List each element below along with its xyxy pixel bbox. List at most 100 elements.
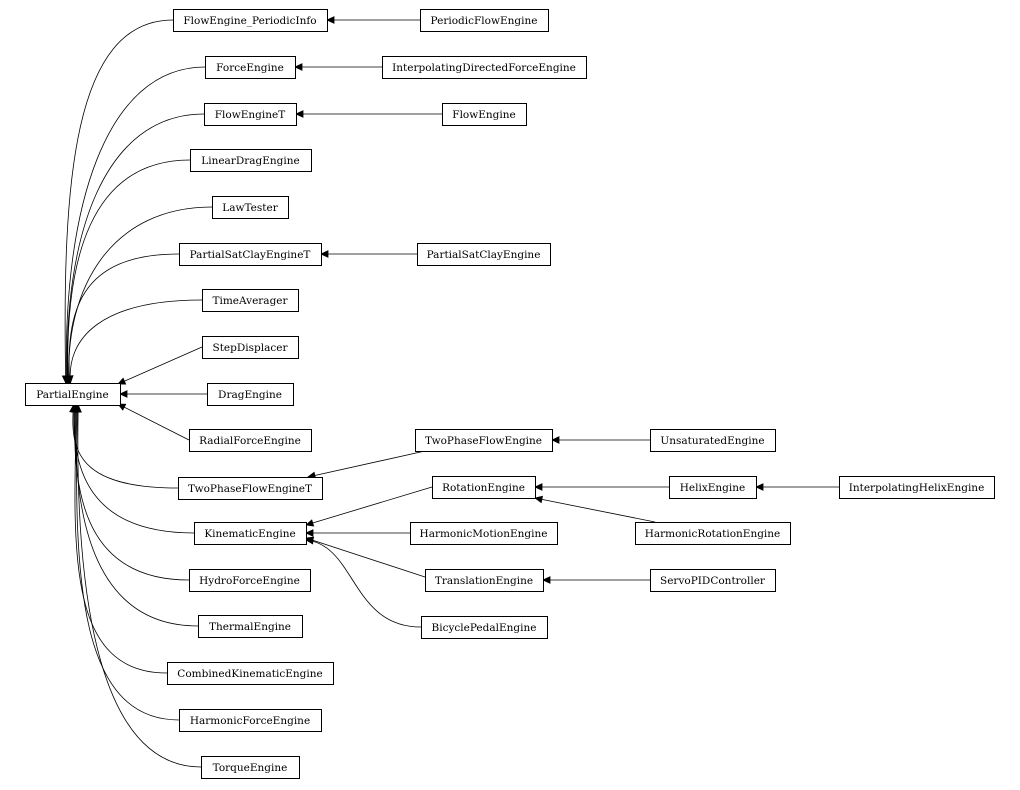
node-box (410, 522, 558, 545)
node-box (190, 149, 312, 172)
node-box (421, 616, 548, 639)
node-ServoPIDController[interactable]: ServoPIDController (650, 569, 776, 592)
node-KinematicEngine[interactable]: KinematicEngine (194, 522, 307, 545)
edge-TranslationEngine-to-KinematicEngine (305, 537, 426, 578)
node-label: PartialSatClayEngineT (190, 249, 311, 261)
node-box (420, 9, 549, 32)
edge-layer (61, 16, 839, 768)
node-box (205, 56, 296, 79)
node-TorqueEngine[interactable]: TorqueEngine (201, 756, 300, 779)
node-label: TorqueEngine (213, 762, 288, 774)
node-box (201, 756, 300, 779)
node-box (189, 429, 312, 452)
node-PeriodicFlowEngine[interactable]: PeriodicFlowEngine (420, 9, 549, 32)
node-box (212, 196, 289, 219)
edge-LawTester-to-PartialEngine (68, 206, 213, 384)
node-box (417, 243, 551, 266)
node-label: DragEngine (218, 389, 282, 401)
edge-TorqueEngine-to-PartialEngine (77, 404, 202, 768)
node-label: TwoPhaseFlowEngine (425, 435, 542, 447)
edge-TwoPhaseFlowEngine-to-TwoPhaseFlowEngineT (307, 450, 426, 478)
edge-BicyclePedalEngine-to-KinematicEngine (305, 539, 422, 628)
node-label: TwoPhaseFlowEngineT (188, 483, 312, 495)
node-PartialEngine[interactable]: PartialEngine (25, 383, 121, 406)
node-label: FlowEngine_PeriodicInfo (183, 15, 316, 27)
arrowhead-PartialSatClayEngine (320, 250, 329, 258)
arrowhead-HelixEngine (534, 483, 543, 491)
edge-RotationEngine-to-KinematicEngine (305, 486, 433, 526)
node-LinearDragEngine[interactable]: LinearDragEngine (190, 149, 312, 172)
node-HelixEngine[interactable]: HelixEngine (669, 476, 757, 499)
arrowhead-InterpolatingHelixEngine (755, 483, 764, 491)
edge-RadialForceEngine-to-PartialEngine (117, 403, 190, 441)
node-box (189, 569, 311, 592)
node-TwoPhaseFlowEngineT[interactable]: TwoPhaseFlowEngineT (178, 477, 323, 500)
node-CombinedKinematicEngine[interactable]: CombinedKinematicEngine (167, 662, 334, 685)
node-box (425, 569, 544, 592)
edge-FlowEngine_PeriodicInfo-to-PartialEngine (64, 19, 174, 384)
arrowhead-ServoPIDController (542, 576, 551, 584)
node-DragEngine[interactable]: DragEngine (207, 383, 294, 406)
node-label: LawTester (222, 202, 278, 214)
node-layer: PartialEngine FlowEngine_PeriodicInfo Peri… (25, 9, 995, 779)
edge-PartialSatClayEngineT-to-PartialEngine (68, 253, 180, 384)
node-box (202, 289, 299, 312)
node-RotationEngine[interactable]: RotationEngine (432, 476, 536, 499)
node-label: PartialSatClayEngine (427, 249, 541, 261)
edge-ForceEngine-to-PartialEngine (65, 66, 206, 384)
edge-LinearDragEngine-to-PartialEngine (67, 159, 191, 384)
node-HydroForceEngine[interactable]: HydroForceEngine (189, 569, 311, 592)
node-box (25, 383, 121, 406)
node-ForceEngine[interactable]: ForceEngine (205, 56, 296, 79)
node-label: RotationEngine (442, 482, 525, 494)
node-label: PeriodicFlowEngine (431, 15, 538, 27)
node-TwoPhaseFlowEngine[interactable]: TwoPhaseFlowEngine (415, 429, 553, 452)
node-FlowEngine[interactable]: FlowEngine (442, 103, 527, 126)
node-FlowEngineT[interactable]: FlowEngineT (204, 103, 297, 126)
node-label: PartialEngine (36, 389, 109, 401)
arrowhead-HarmonicRotationEngine (534, 495, 544, 504)
node-box (442, 103, 527, 126)
node-label: HydroForceEngine (199, 575, 300, 587)
edge-FlowEngineT-to-PartialEngine (66, 113, 205, 384)
node-TimeAverager[interactable]: TimeAverager (202, 289, 299, 312)
arrowhead-HarmonicMotionEngine (305, 529, 314, 537)
node-HarmonicRotationEngine[interactable]: HarmonicRotationEngine (635, 522, 791, 545)
node-UnsaturatedEngine[interactable]: UnsaturatedEngine (650, 429, 776, 452)
node-HarmonicForceEngine[interactable]: HarmonicForceEngine (179, 709, 322, 732)
arrowhead-DragEngine (119, 390, 128, 398)
node-FlowEngine_PeriodicInfo[interactable]: FlowEngine_PeriodicInfo (173, 9, 328, 32)
node-label: ServoPIDController (660, 575, 766, 587)
node-RadialForceEngine[interactable]: RadialForceEngine (189, 429, 312, 452)
node-label: BicyclePedalEngine (432, 622, 537, 634)
node-InterpolatingDirectedForceEngine[interactable]: InterpolatingDirectedForceEngine (382, 56, 587, 79)
node-label: HarmonicMotionEngine (420, 528, 548, 540)
edge-TimeAverager-to-PartialEngine (69, 299, 203, 384)
node-PartialSatClayEngine[interactable]: PartialSatClayEngine (417, 243, 551, 266)
node-label: TimeAverager (212, 295, 288, 307)
edge-KinematicEngine-to-PartialEngine (73, 404, 195, 534)
node-label: FlowEngine (452, 109, 515, 121)
node-label: InterpolatingDirectedForceEngine (392, 62, 576, 74)
node-box (207, 383, 294, 406)
arrowhead-InterpolatingDirectedForceEngine (294, 63, 303, 71)
edge-ThermalEngine-to-PartialEngine (75, 404, 199, 627)
node-PartialSatClayEngineT[interactable]: PartialSatClayEngineT (179, 243, 322, 266)
node-label: InterpolatingHelixEngine (849, 482, 985, 494)
node-label: StepDisplacer (213, 342, 289, 354)
node-ThermalEngine[interactable]: ThermalEngine (198, 615, 303, 638)
node-label: HelixEngine (680, 482, 746, 494)
node-StepDisplacer[interactable]: StepDisplacer (202, 336, 299, 359)
node-box (839, 476, 995, 499)
arrowhead-PeriodicFlowEngine (326, 16, 335, 24)
node-BicyclePedalEngine[interactable]: BicyclePedalEngine (421, 616, 548, 639)
node-TranslationEngine[interactable]: TranslationEngine (425, 569, 544, 592)
node-box (669, 476, 757, 499)
node-LawTester[interactable]: LawTester (212, 196, 289, 219)
node-label: FlowEngineT (215, 109, 285, 121)
node-InterpolatingHelixEngine[interactable]: InterpolatingHelixEngine (839, 476, 995, 499)
node-HarmonicMotionEngine[interactable]: HarmonicMotionEngine (410, 522, 558, 545)
node-label: UnsaturatedEngine (660, 435, 764, 447)
node-box (650, 429, 776, 452)
node-label: RadialForceEngine (199, 435, 301, 447)
